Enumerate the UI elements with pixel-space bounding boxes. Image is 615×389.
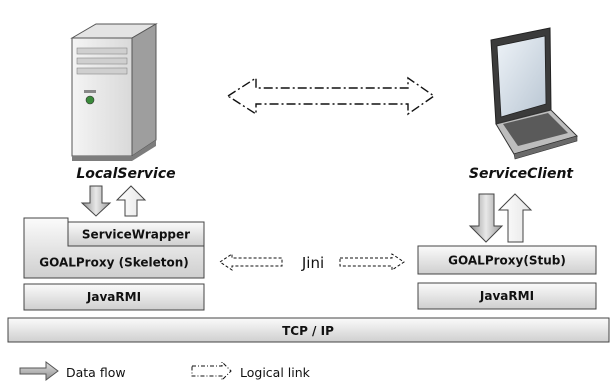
legend-logical-link-icon <box>191 360 232 382</box>
server-tower-icon <box>70 23 158 161</box>
data-flow-up-arrow-right <box>497 193 533 243</box>
stub-box: GOALProxy(Stub) <box>417 245 597 275</box>
java-rmi-box-right: JavaRMI <box>417 282 597 310</box>
data-flow-down-arrow-left <box>80 185 112 217</box>
jini-link-left-arrow <box>219 253 283 271</box>
data-flow-down-arrow-right <box>468 193 504 243</box>
skeleton-label: GOALProxy (Skeleton) <box>39 256 189 270</box>
service-wrapper-label: ServiceWrapper <box>82 228 190 242</box>
java-rmi-label-left: JavaRMI <box>86 290 141 304</box>
jini-label: Jini <box>301 254 324 272</box>
tcp-ip-label: TCP / IP <box>282 324 334 338</box>
legend-data-flow-arrow-icon <box>19 361 59 381</box>
service-client-title: ServiceClient <box>469 166 575 182</box>
laptop-icon <box>490 27 578 160</box>
tcp-ip-bar: TCP / IP <box>7 317 610 343</box>
legend-data-flow-label: Data flow <box>66 365 126 380</box>
java-rmi-label-right: JavaRMI <box>479 289 534 303</box>
java-rmi-box-left: JavaRMI <box>23 283 205 311</box>
jini-link-right-arrow <box>339 253 405 271</box>
local-service-title: LocalService <box>76 166 175 182</box>
data-flow-up-arrow-left <box>115 185 147 217</box>
legend-logical-link-label: Logical link <box>240 365 311 380</box>
legend: Data flow Logical link <box>19 360 311 382</box>
stub-label: GOALProxy(Stub) <box>448 254 566 268</box>
service-wrapper-box: ServiceWrapper <box>67 221 205 247</box>
logical-link-top-arrow <box>226 76 436 116</box>
